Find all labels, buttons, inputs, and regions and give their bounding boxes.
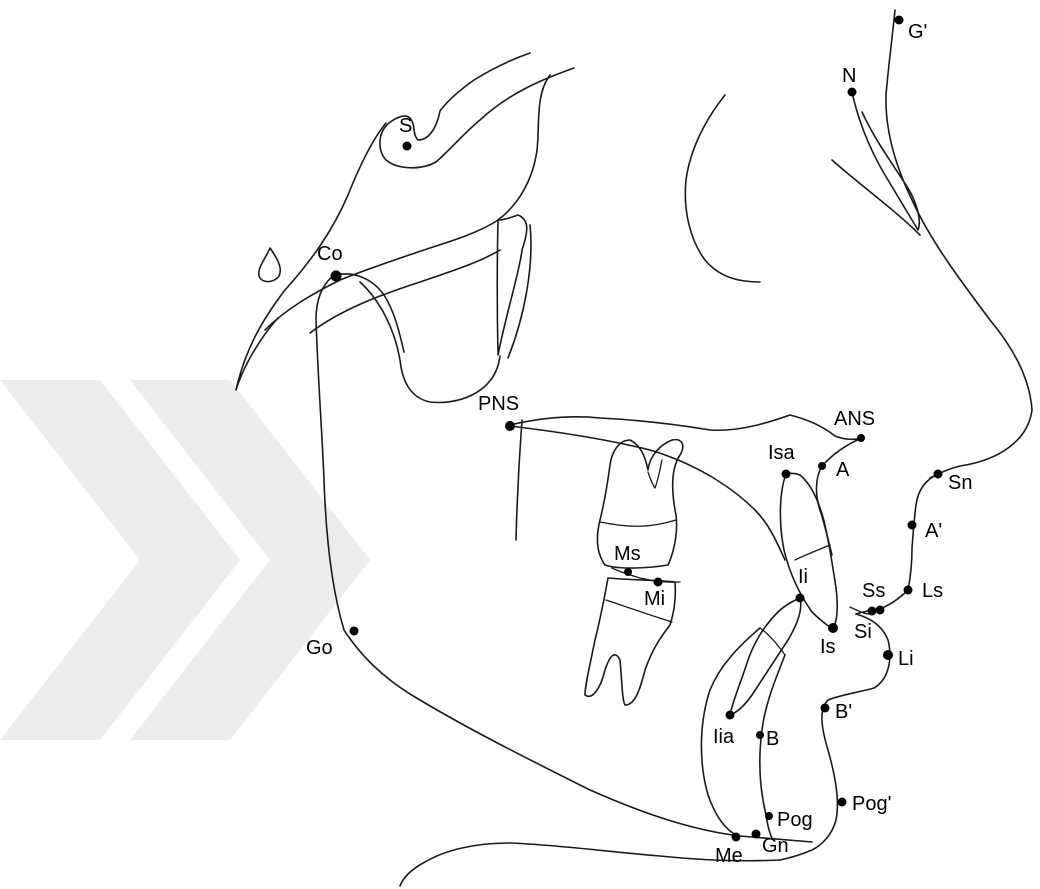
label-Isa: Isa: [768, 442, 796, 464]
label-B: B: [766, 728, 779, 750]
label-Go: Go: [306, 637, 333, 659]
lower-incisor: [730, 598, 801, 715]
pterygomaxillary-fissure: [497, 215, 527, 355]
point-Co: [331, 271, 342, 282]
palatal-lower: [510, 426, 785, 560]
point-A: [818, 462, 826, 470]
point-Pog-prime: [838, 798, 847, 807]
upper-molar-root: [648, 460, 662, 488]
upper-incisor-crown-line: [795, 545, 830, 560]
pterygoid-line: [508, 225, 531, 358]
pharyngeal-line: [516, 420, 522, 540]
point-Pog: [765, 812, 773, 820]
point-Li: [883, 650, 893, 660]
label-A: A: [836, 459, 850, 481]
point-B: [756, 731, 764, 739]
label-G-prime: G': [908, 21, 927, 43]
sella-outline: [380, 53, 574, 168]
point-ANS: [857, 434, 865, 442]
label-Is: Is: [820, 636, 836, 658]
label-N: N: [842, 65, 856, 87]
porion-outline: [259, 248, 281, 282]
upper-incisor: [780, 473, 837, 628]
point-Ss: [868, 607, 877, 616]
point-Gn: [752, 830, 761, 839]
label-B-prime: B': [835, 701, 852, 723]
label-Iia: Iia: [713, 726, 735, 748]
label-Gn: Gn: [762, 835, 789, 857]
point-A-prime: [908, 521, 917, 530]
label-Pog-prime: Pog': [852, 793, 891, 815]
point-Ii: [796, 594, 805, 603]
point-Mi: [654, 578, 663, 587]
condyle-top: [333, 274, 404, 352]
point-Si: [876, 606, 885, 615]
label-Mi: Mi: [644, 588, 665, 610]
maxilla-anterior: [816, 438, 862, 555]
label-Ii: Ii: [798, 566, 808, 588]
watermark-chevron: [0, 380, 370, 740]
point-Is: [828, 623, 838, 633]
label-Co: Co: [317, 243, 343, 265]
soft-tissue-forehead: [886, 10, 1032, 478]
label-Pog: Pog: [777, 809, 813, 831]
label-Ls: Ls: [922, 580, 943, 602]
clivus-outline: [236, 123, 386, 390]
label-Ms: Ms: [614, 543, 641, 565]
nasal-line: [832, 160, 920, 235]
palatal-upper: [510, 415, 862, 439]
point-Sn: [934, 470, 943, 479]
point-B-prime: [821, 704, 830, 713]
point-Ls: [904, 586, 913, 595]
point-Isa: [782, 470, 791, 479]
point-S: [403, 142, 412, 151]
point-Iia: [726, 711, 735, 720]
point-Me: [732, 833, 741, 842]
upper-molar-crown: [600, 520, 676, 526]
point-Go: [350, 627, 359, 636]
point-N: [848, 88, 857, 97]
label-A-prime: A': [925, 520, 942, 542]
sphenoid-outline: [265, 75, 550, 330]
point-Ms: [624, 568, 632, 576]
label-Li: Li: [898, 648, 914, 670]
label-S: S: [399, 115, 412, 137]
label-Ss: Ss: [862, 580, 885, 602]
label-Si: Si: [854, 621, 872, 643]
label-ANS: ANS: [834, 408, 875, 430]
point-G-prime: [895, 16, 904, 25]
label-Me: Me: [715, 845, 743, 867]
label-PNS: PNS: [478, 393, 519, 415]
orbit-outline: [685, 95, 760, 282]
label-Sn: Sn: [948, 472, 972, 494]
point-PNS: [505, 421, 515, 431]
soft-palate: [360, 282, 500, 402]
mandible-outline: [316, 276, 812, 842]
anatomy-outlines: [236, 10, 1032, 886]
